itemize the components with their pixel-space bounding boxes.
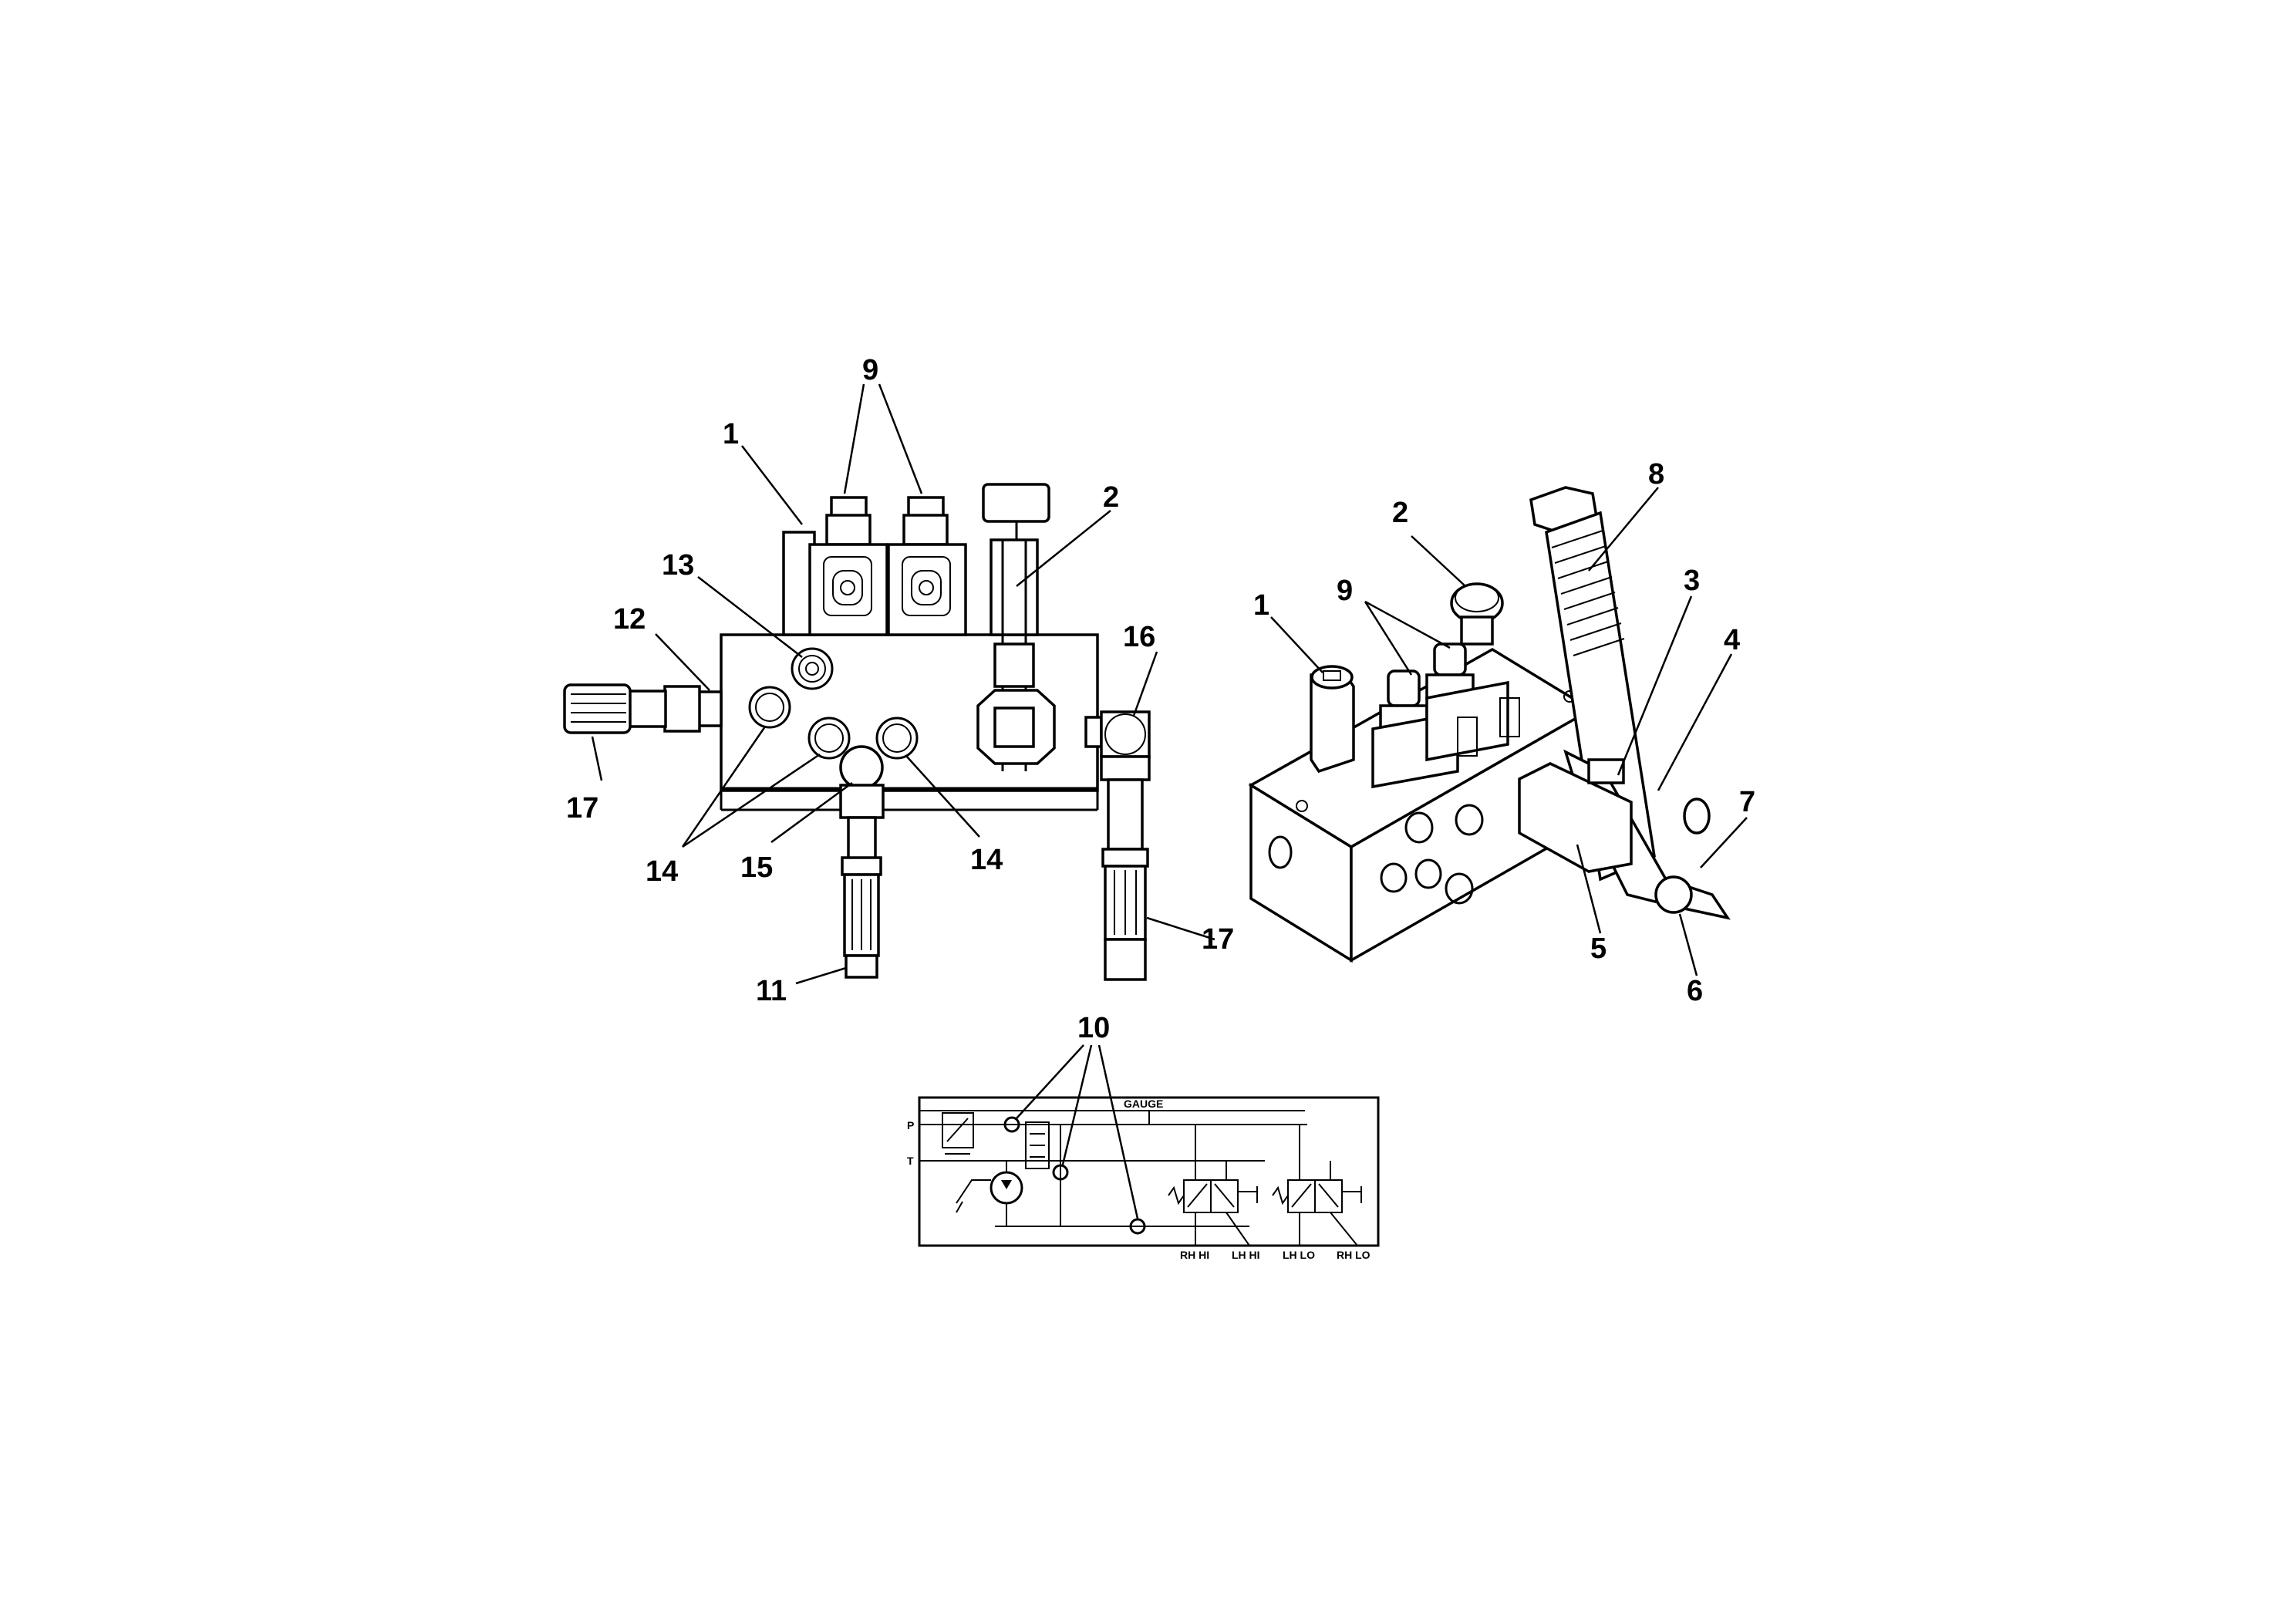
callout-16: 16 [1123, 621, 1155, 653]
callout-4: 4 [1724, 624, 1740, 656]
callout-2-left: 2 [1103, 481, 1119, 514]
leader-lines [591, 383, 1748, 1219]
gauge-port [791, 647, 834, 690]
output-lh-hi: LH HI [1232, 1249, 1260, 1261]
relief-valve-knob [976, 483, 1056, 771]
front-view-manifold [563, 483, 1151, 981]
callout-12: 12 [613, 603, 646, 636]
callout-7: 7 [1739, 786, 1755, 818]
output-rh-lo: RH LO [1337, 1249, 1371, 1261]
side-fitting-12 [563, 683, 723, 734]
callout-3: 3 [1684, 565, 1700, 597]
iso-cartridge-valve [1310, 665, 1355, 774]
check-valve-3 [1129, 1218, 1146, 1235]
callout-10: 10 [1077, 1012, 1110, 1044]
schematic-border [918, 1096, 1380, 1247]
callout-9-left: 9 [862, 354, 878, 386]
solenoid-valve-2 [887, 496, 967, 636]
callout-17-right: 17 [1202, 923, 1234, 956]
callout-14-left: 14 [646, 855, 678, 888]
output-lh-lo: LH LO [1283, 1249, 1315, 1261]
callout-5: 5 [1590, 932, 1607, 965]
callout-8: 8 [1648, 458, 1664, 491]
callout-numbers: 9 1 2 13 12 16 17 14 15 14 17 11 1 2 9 8… [566, 354, 1755, 1044]
isometric-view-manifold [1248, 486, 1731, 963]
elbow-fitting-16 [1084, 710, 1151, 981]
callout-1-left: 1 [723, 418, 739, 450]
port-t-label: T [907, 1155, 914, 1167]
elbow-fitting-15 [839, 745, 885, 979]
callout-17-left: 17 [566, 792, 598, 824]
output-rh-hi: RH HI [1180, 1249, 1209, 1261]
callout-1-right: 1 [1253, 589, 1269, 622]
port-p-label: P [907, 1119, 914, 1131]
callout-13: 13 [662, 549, 694, 582]
callout-15: 15 [740, 851, 773, 884]
iso-relief-knob [1450, 582, 1504, 646]
solenoid-valve-1 [808, 496, 888, 636]
callout-14-right: 14 [970, 844, 1003, 876]
callout-11: 11 [756, 975, 787, 1007]
port-14-right [875, 717, 919, 760]
port-14-middle [807, 717, 851, 760]
callout-2-right: 2 [1392, 497, 1408, 529]
iso-solenoid-valves [1371, 642, 1520, 789]
gauge-label: GAUGE [1124, 1098, 1163, 1110]
hydraulic-schematic: GAUGE P T RH HI LH HI LH LO RH LO [907, 1096, 1380, 1261]
callout-6: 6 [1687, 975, 1703, 1007]
check-valve-1 [1003, 1116, 1020, 1133]
callout-9-right: 9 [1337, 575, 1353, 607]
port-14-left [748, 686, 791, 729]
iso-hand-lever [1518, 486, 1731, 920]
